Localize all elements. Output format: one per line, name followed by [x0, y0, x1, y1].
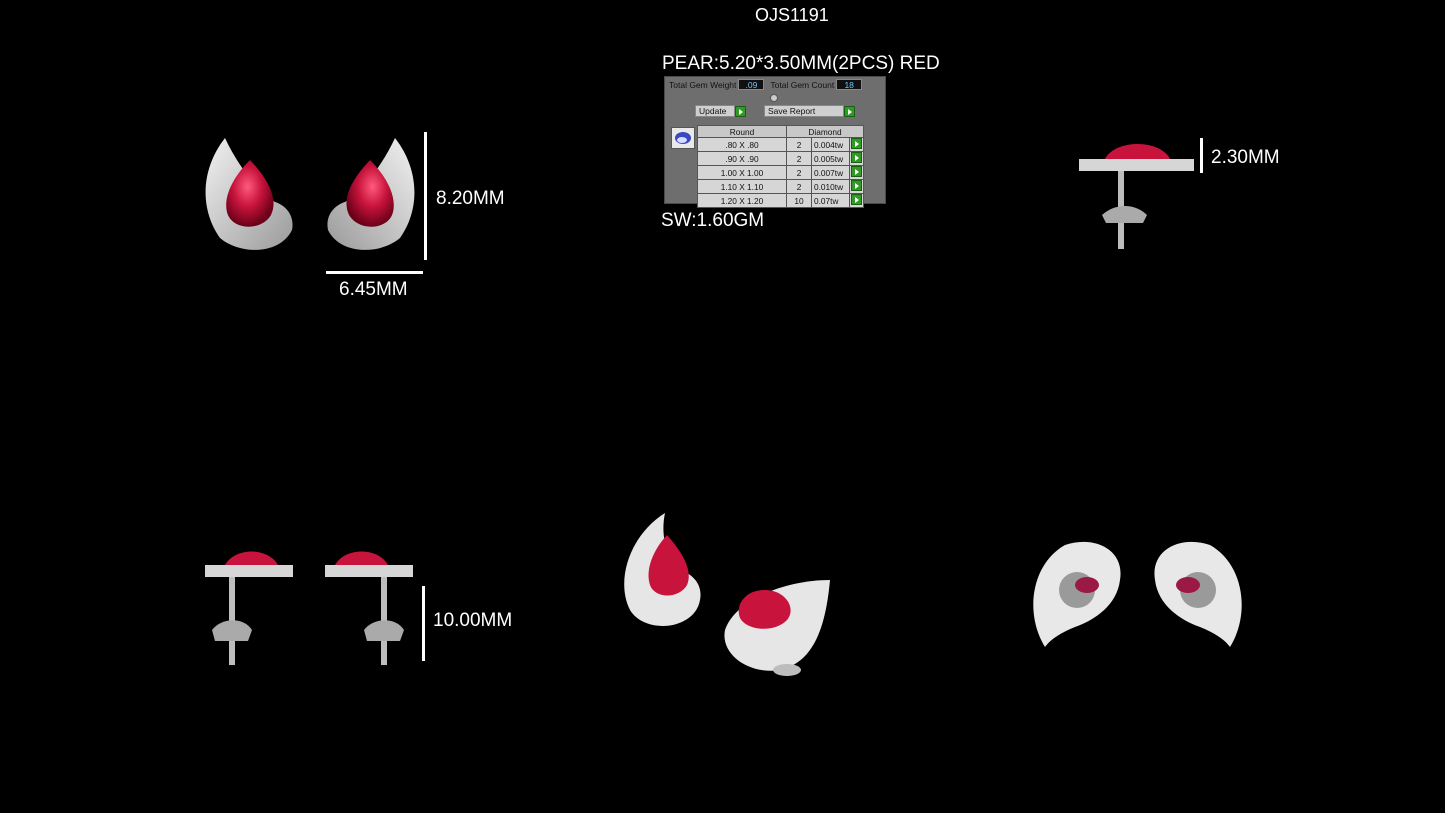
gem-size: .90 X .90: [697, 151, 787, 166]
gem-size: 1.20 X 1.20: [697, 193, 787, 208]
gem-size: .80 X .80: [697, 137, 787, 152]
save-report-button[interactable]: Save Report: [764, 105, 844, 117]
earring-side-view-image: [1079, 144, 1194, 249]
save-report-go-icon[interactable]: [844, 105, 855, 117]
gem-table: Round Diamond .80 X .80 2 0.004tw .90 X …: [697, 125, 864, 208]
column-header-diamond: Diamond: [786, 125, 864, 138]
depth-dimension-line: [1200, 138, 1203, 173]
total-gem-weight-label: Total Gem Weight: [669, 79, 737, 90]
post-length-dimension-line: [422, 586, 425, 661]
width-dimension-line: [326, 271, 423, 274]
silver-weight: SW:1.60GM: [661, 210, 765, 231]
table-row: 1.00 X 1.00 2 0.007tw: [697, 165, 864, 180]
gem-weight: 0.010tw: [810, 179, 851, 194]
round-gem-icon: [671, 127, 695, 149]
gem-count: 2: [786, 165, 812, 180]
row-go-icon[interactable]: [851, 194, 863, 205]
update-button[interactable]: Update: [695, 105, 735, 117]
update-go-icon[interactable]: [735, 105, 746, 117]
earring-back-view-image: [1033, 541, 1242, 647]
gem-count: 2: [786, 179, 812, 194]
gem-weight: 0.07tw: [810, 193, 851, 208]
height-dimension-line: [424, 132, 427, 260]
table-row: .90 X .90 2 0.005tw: [697, 151, 864, 166]
collapse-toggle-icon[interactable]: [770, 94, 778, 102]
total-gem-weight-value: .09: [738, 79, 765, 90]
gem-size: 1.10 X 1.10: [697, 179, 787, 194]
gem-size: 1.00 X 1.00: [697, 165, 787, 180]
row-go-icon[interactable]: [851, 138, 863, 149]
row-go-icon[interactable]: [851, 152, 863, 163]
total-gem-count-label: Total Gem Count: [770, 79, 835, 90]
table-row: 1.10 X 1.10 2 0.010tw: [697, 179, 864, 194]
total-gem-count-value: 18: [836, 79, 863, 90]
gem-count: 2: [786, 137, 812, 152]
table-row: .80 X .80 2 0.004tw: [697, 137, 864, 152]
earring-perspective-view-image: [624, 513, 830, 676]
product-code: OJS1191: [755, 5, 829, 25]
table-row: 1.20 X 1.20 10 0.07tw: [697, 193, 864, 208]
stone-spec: PEAR:5.20*3.50MM(2PCS) RED: [662, 53, 940, 74]
gem-weight: 0.007tw: [810, 165, 851, 180]
width-dimension: 6.45MM: [339, 279, 408, 300]
earring-front-view-image: [205, 138, 415, 250]
gem-weight: 0.004tw: [810, 137, 851, 152]
column-header-round: Round: [697, 125, 787, 138]
depth-dimension: 2.30MM: [1211, 147, 1280, 168]
earring-post-view-image: [205, 551, 413, 665]
gem-count: 2: [786, 151, 812, 166]
gem-report-panel: Total Gem Weight .09 Total Gem Count 18 …: [664, 76, 886, 208]
gem-count: 10: [786, 193, 812, 208]
row-go-icon[interactable]: [851, 166, 863, 177]
gem-weight: 0.005tw: [810, 151, 851, 166]
post-length-dimension: 10.00MM: [433, 610, 513, 631]
row-go-icon[interactable]: [851, 180, 863, 191]
height-dimension: 8.20MM: [436, 188, 505, 209]
